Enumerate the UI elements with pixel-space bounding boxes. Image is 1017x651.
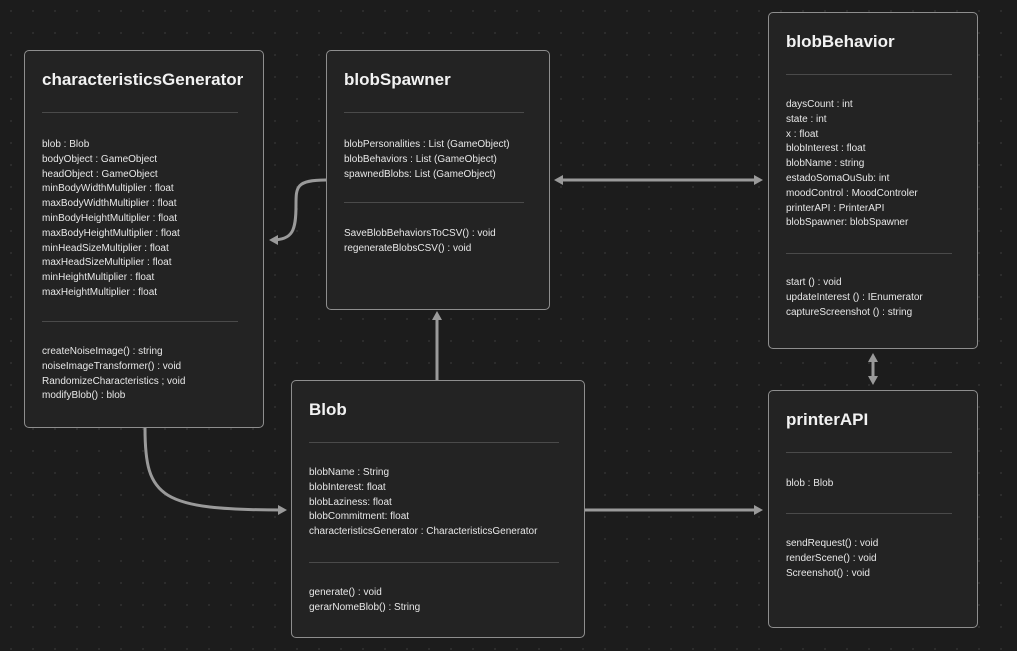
field-line: maxHeadSizeMultiplier : float: [42, 257, 172, 269]
method-line: captureScreenshot () : string: [786, 306, 913, 318]
method-line: SaveBlobBehaviorsToCSV() : void: [344, 228, 496, 239]
class-title: blobSpawner: [344, 70, 451, 89]
field-line: x : float: [786, 128, 819, 140]
method-line: start () : void: [786, 277, 842, 288]
field-line: estadoSomaOuSub: int: [786, 172, 890, 184]
method-line: regenerateBlobsCSV() : void: [344, 242, 472, 254]
field-line: bodyObject : GameObject: [42, 153, 158, 165]
method-line: updateInterest () : IEnumerator: [786, 291, 923, 303]
class-node-blob[interactable]: Blob blobName : String blobInterest: floa…: [291, 380, 585, 638]
class-divider: [786, 513, 952, 514]
edge-blobspawner-to-characteristicsgenerator: [269, 178, 327, 245]
field-line: headObject : GameObject: [42, 168, 158, 180]
method-list: SaveBlobBehaviorsToCSV() : void regenerat…: [344, 227, 496, 257]
field-line: minHeightMultiplier : float: [42, 272, 155, 284]
method-list: start () : void updateInterest () : IEnum…: [786, 276, 923, 320]
class-title: characteristicsGenerator: [42, 70, 244, 89]
field-line: minBodyWidthMultiplier : float: [42, 183, 174, 195]
method-line: renderScene() : void: [786, 552, 877, 564]
method-line: sendRequest() : void: [786, 538, 879, 549]
field-line: blob : Blob: [42, 139, 90, 150]
method-line: gerarNomeBlob() : String: [309, 601, 421, 613]
field-line: maxBodyHeightMultiplier : float: [42, 227, 180, 239]
field-line: blobName : String: [309, 467, 390, 478]
field-line: daysCount : int: [786, 99, 853, 110]
method-line: modifyBlob() : blob: [42, 390, 126, 402]
class-divider: [344, 112, 524, 113]
method-line: generate() : void: [309, 587, 382, 598]
class-divider: [309, 562, 559, 563]
method-list: createNoiseImage() : string noiseImageTra…: [42, 345, 185, 404]
class-divider: [786, 452, 952, 453]
class-node-blobbehavior[interactable]: blobBehavior daysCount : int state : int x…: [768, 12, 978, 349]
field-line: minBodyHeightMultiplier : float: [42, 212, 178, 224]
field-line: blobPersonalities : List (GameObject): [344, 139, 510, 150]
field-line: spawnedBlobs: List (GameObject): [344, 168, 496, 180]
class-node-characteristicsgenerator[interactable]: characteristicsGenerator blob : Blob body…: [24, 50, 264, 428]
class-title: Blob: [309, 400, 347, 419]
field-line: moodControl : MoodControler: [786, 187, 918, 199]
field-line: blobName : string: [786, 158, 865, 170]
field-line: maxHeightMultiplier : float: [42, 286, 158, 298]
field-line: printerAPI : PrinterAPI: [786, 202, 885, 214]
field-line: characteristicsGenerator : Characteristi…: [309, 526, 538, 538]
field-list: daysCount : int state : int x : float blobI…: [786, 98, 918, 231]
method-line: Screenshot() : void: [786, 567, 870, 579]
class-title: printerAPI: [786, 410, 869, 429]
field-list: blobPersonalities : List (GameObject) blo…: [344, 138, 510, 182]
field-line: minHeadSizeMultiplier : float: [42, 242, 169, 254]
field-line: blobInterest : float: [786, 143, 866, 155]
class-divider: [42, 321, 238, 322]
field-line: blob : Blob: [786, 478, 834, 489]
class-divider: [786, 253, 952, 254]
method-line: RandomizeCharacteristics ; void: [42, 375, 186, 387]
field-line: blobBehaviors : List (GameObject): [344, 153, 497, 165]
field-line: blobCommitment: float: [309, 511, 410, 523]
class-divider: [786, 74, 952, 75]
class-node-printerapi[interactable]: printerAPI blob : Blob sendRequest() : v…: [768, 390, 978, 628]
method-line: createNoiseImage() : string: [42, 346, 163, 357]
field-list: blobName : String blobInterest: float blob…: [309, 466, 537, 540]
field-line: blobInterest: float: [309, 481, 386, 493]
field-line: state : int: [786, 113, 827, 125]
class-divider: [344, 202, 524, 203]
field-line: blobLaziness: float: [309, 496, 392, 508]
edge-characteristicsgenerator-to-blob: [143, 427, 287, 515]
field-list: blob : Blob: [786, 477, 833, 492]
field-list: blob : Blob bodyObject : GameObject headOb…: [42, 138, 180, 301]
class-title: blobBehavior: [786, 32, 895, 51]
method-line: noiseImageTransformer() : void: [42, 360, 182, 372]
field-line: blobSpawner: blobSpawner: [786, 217, 909, 229]
class-divider: [309, 442, 559, 443]
class-divider: [42, 112, 238, 113]
method-list: generate() : void gerarNomeBlob() : Strin…: [309, 586, 420, 616]
field-line: maxBodyWidthMultiplier : float: [42, 198, 177, 210]
class-node-blobspawner[interactable]: blobSpawner blobPersonalities : List (Ga…: [326, 50, 550, 310]
method-list: sendRequest() : void renderScene() : void…: [786, 537, 878, 581]
